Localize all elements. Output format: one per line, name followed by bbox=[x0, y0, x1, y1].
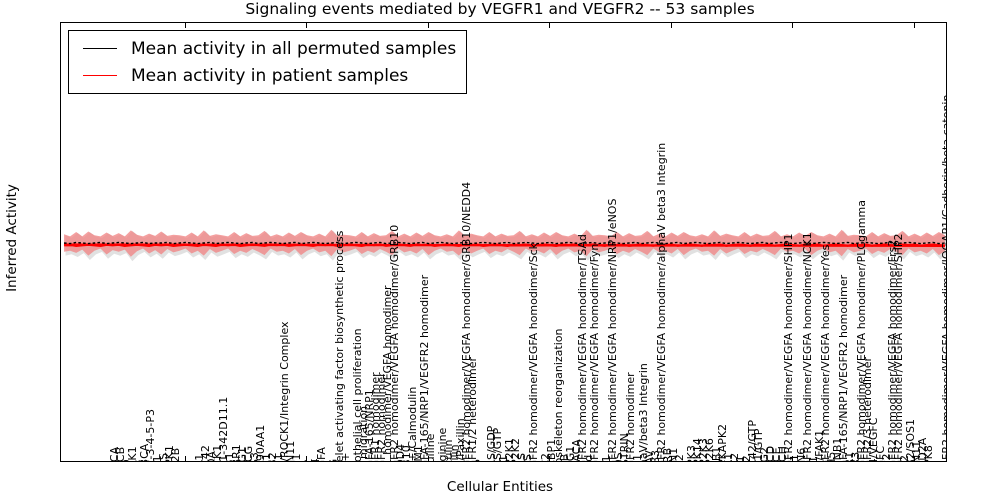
x-tick-mark-bottom bbox=[549, 456, 551, 462]
permuted-mean-line bbox=[63, 241, 946, 245]
legend-swatch-permuted bbox=[83, 48, 117, 49]
x-tick-label: FOS bbox=[935, 461, 946, 462]
legend-label-permuted: Mean activity in all permuted samples bbox=[131, 38, 457, 59]
legend-swatch-patient bbox=[83, 75, 117, 76]
x-tick-mark-top bbox=[306, 22, 308, 28]
legend-item-patient: Mean activity in patient samples bbox=[75, 62, 456, 89]
x-tick-mark-top bbox=[549, 22, 551, 28]
x-tick-mark-top bbox=[427, 22, 429, 28]
x-tick-mark-top bbox=[792, 22, 794, 28]
chart-title: Signaling events mediated by VEGFR1 and … bbox=[245, 0, 755, 18]
x-tick-mark-bottom bbox=[306, 456, 308, 462]
x-tick-mark-bottom bbox=[913, 456, 915, 462]
legend-label-patient: Mean activity in patient samples bbox=[131, 65, 409, 86]
confidence-band-layer bbox=[61, 23, 946, 461]
x-tick-mark-bottom bbox=[792, 456, 794, 462]
y-axis-label: Inferred Activity bbox=[4, 184, 20, 292]
patient-mean-line bbox=[63, 243, 946, 247]
x-tick-mark-top bbox=[913, 22, 915, 28]
x-tick-mark-bottom bbox=[670, 456, 672, 462]
data-plot-svg bbox=[63, 229, 946, 262]
x-axis-label: Cellular Entities bbox=[446, 479, 554, 495]
x-tick-mark-bottom bbox=[184, 456, 186, 462]
x-tick-mark-top bbox=[184, 22, 186, 28]
legend-item-permuted: Mean activity in all permuted samples bbox=[75, 35, 456, 62]
x-tick-mark-top bbox=[670, 22, 672, 28]
plot-area: PRKCAPRKCBBADDAPK1PIP3PIK3CAPIP2-3-4-5-P… bbox=[60, 22, 947, 462]
legend: Mean activity in all permuted samples Me… bbox=[68, 30, 468, 94]
x-tick-mark-bottom bbox=[427, 456, 429, 462]
